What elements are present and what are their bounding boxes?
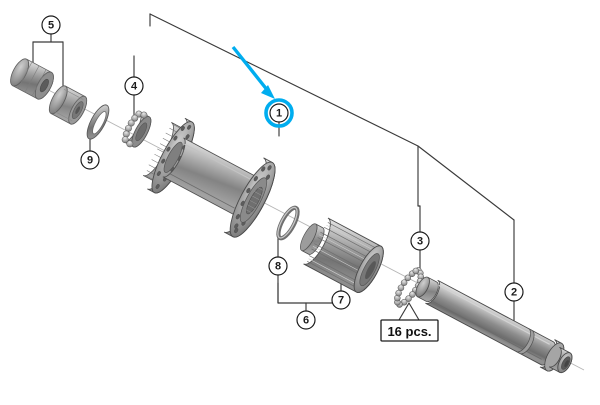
part-caged-ball-bearing [121, 110, 152, 148]
highlight-arrow [231, 45, 275, 99]
part-cone [48, 85, 88, 125]
part-freehub-body [300, 217, 384, 293]
callout-label-2: 2 [511, 287, 517, 299]
callout-label-6: 6 [303, 315, 309, 327]
callout-marker-6[interactable]: 6 [296, 310, 316, 330]
callout-label-1: 1 [276, 108, 282, 120]
callout-marker-1[interactable]: 1 [264, 98, 294, 128]
pcs-annotation-box [380, 319, 439, 342]
callout-label-3: 3 [417, 236, 423, 248]
callout-marker-7[interactable]: 7 [331, 290, 351, 310]
callout-marker-3[interactable]: 3 [410, 231, 430, 251]
callout-label-5: 5 [48, 20, 54, 32]
callout-label-9: 9 [87, 155, 93, 167]
callout-marker-4[interactable]: 4 [124, 76, 144, 96]
callout-marker-9[interactable]: 9 [80, 150, 100, 170]
part-ball-bearing-ring [394, 267, 425, 308]
part-lock-nut [10, 58, 54, 100]
part-axle [415, 276, 573, 374]
callout-label-8: 8 [275, 261, 281, 273]
part-o-ring [276, 205, 300, 241]
pcs-annotation: 16 pcs. [380, 302, 439, 342]
callout-marker-8[interactable]: 8 [268, 256, 288, 276]
callout-marker-2[interactable]: 2 [504, 282, 524, 302]
callout-label-4: 4 [131, 81, 138, 93]
callout-marker-5[interactable]: 5 [41, 15, 61, 35]
highlight-ring [264, 98, 294, 128]
part-hub-shell [142, 117, 276, 238]
part-dust-cap-ring [86, 104, 110, 140]
callout-label-7: 7 [338, 295, 344, 307]
pcs-annotation-label: 16 pcs. [387, 324, 431, 339]
callout-markers: 5 4 9 8 7 6 3 [41, 15, 524, 330]
